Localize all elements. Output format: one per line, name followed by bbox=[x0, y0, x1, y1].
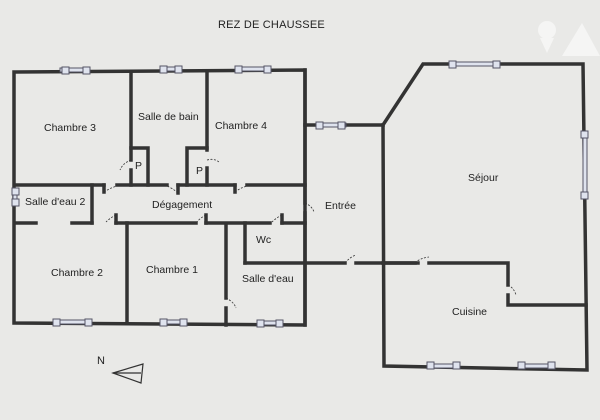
room-label: P bbox=[196, 165, 204, 177]
room-label: Chambre 3 bbox=[44, 122, 96, 134]
room-label: Salle d'eau 2 bbox=[25, 196, 86, 208]
room-label: Salle d'eau bbox=[242, 273, 294, 285]
room-label: Chambre 4 bbox=[215, 120, 267, 132]
plan-title: REZ DE CHAUSSEE bbox=[218, 19, 325, 31]
room-label: Chambre 2 bbox=[51, 267, 103, 279]
room-label: Chambre 1 bbox=[146, 264, 198, 276]
compass-label: N bbox=[97, 355, 105, 367]
north-arrow-icon bbox=[111, 363, 144, 384]
agency-logo-icon bbox=[538, 21, 600, 56]
room-label: Entrée bbox=[325, 200, 356, 212]
room-label: Salle de bain bbox=[138, 111, 199, 123]
room-label: Cuisine bbox=[452, 306, 488, 318]
room-label: Dégagement bbox=[152, 199, 213, 211]
room-label: Séjour bbox=[468, 172, 499, 184]
room-label: P bbox=[135, 160, 143, 172]
room-label: Wc bbox=[256, 234, 272, 246]
